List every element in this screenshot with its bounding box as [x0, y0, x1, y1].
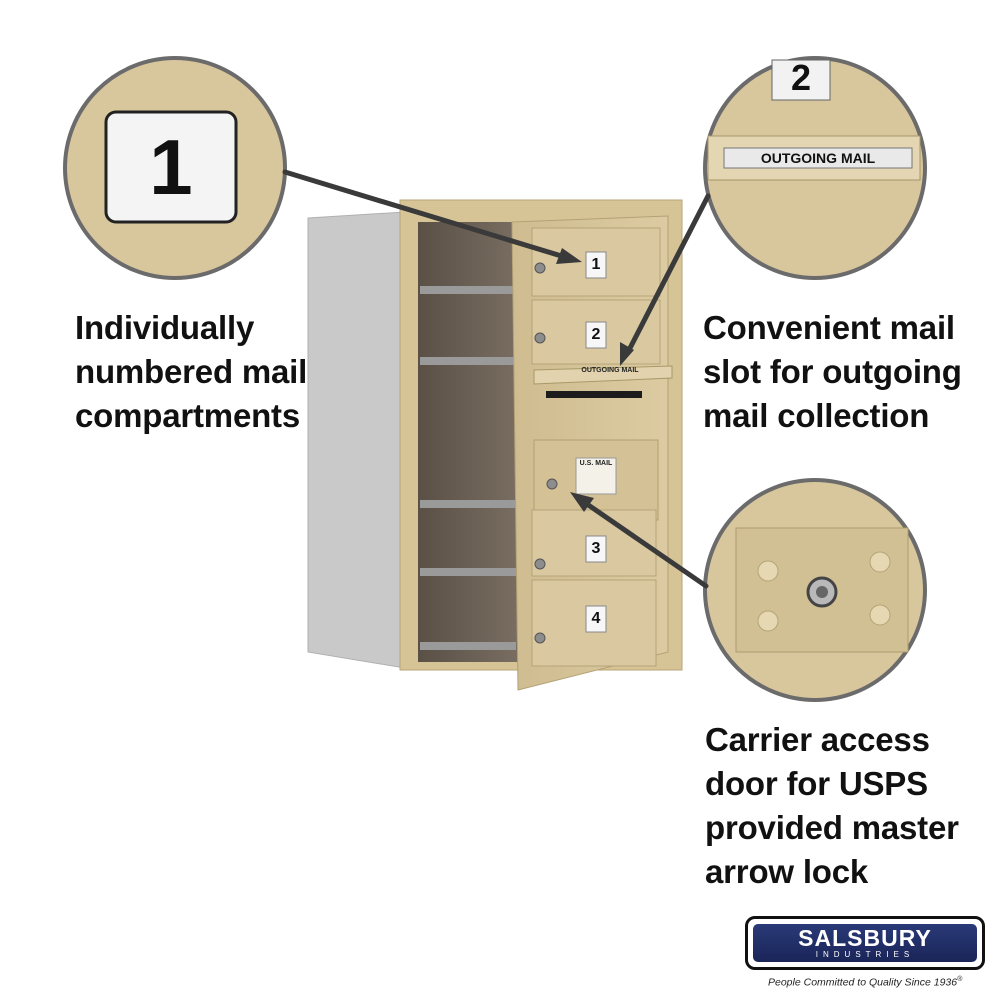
- compartment-number-3: 3: [591, 540, 601, 557]
- number-badge-2-zoom: [771, 59, 831, 101]
- logo-plate: SALSBURY INDUSTRIES: [753, 924, 977, 962]
- outgoing-slot: [546, 391, 642, 398]
- usps-plate-label: U.S. MAIL: [579, 460, 613, 467]
- number-badge-zoom: [104, 110, 238, 224]
- compartment-number-4: 4: [591, 610, 601, 627]
- outgoing-slot-lip: [533, 365, 673, 385]
- caption-carrier-access: Carrier access door for USPS provided ma…: [705, 718, 959, 894]
- outgoing-mail-label-zoom: OUTGOING MAIL: [760, 150, 876, 166]
- brand-tagline: People Committed to Quality Since 1936®: [768, 976, 962, 989]
- arrowheads: [556, 248, 634, 512]
- caption-numbered-compartments: Individually numbered mail compartments: [75, 306, 307, 438]
- compartment-number-plates: [585, 251, 607, 633]
- slot-zoom-label-bg: [723, 147, 913, 169]
- tagline-text: People Committed to Quality Since 1936: [768, 976, 958, 989]
- outgoing-mail-label: OUTGOING MAIL: [581, 367, 639, 374]
- callout-arrows: [282, 169, 711, 589]
- brand-subtitle: INDUSTRIES: [815, 950, 915, 959]
- caption-line: slot for outgoing: [703, 353, 962, 390]
- caption-outgoing-slot: Convenient mail slot for outgoing mail c…: [703, 306, 962, 438]
- caption-line: Convenient mail: [703, 309, 955, 346]
- brand-name: SALSBURY: [798, 925, 932, 951]
- salsbury-logo: SALSBURY INDUSTRIES: [745, 916, 985, 970]
- shelves: [420, 286, 516, 650]
- usps-plate: [575, 457, 617, 495]
- compartment-number-1: 1: [591, 256, 601, 273]
- badge-number-2: 2: [790, 57, 812, 98]
- caption-line: numbered mail: [75, 353, 308, 390]
- compartment-locks: [534, 262, 558, 644]
- caption-line: arrow lock: [705, 853, 869, 890]
- rivets-zoom: [757, 551, 891, 632]
- badge-number-1: 1: [149, 123, 193, 211]
- caption-line: Individually: [75, 309, 255, 346]
- cabinet-interior: [418, 222, 520, 662]
- caption-line: compartments: [75, 397, 300, 434]
- caption-line: mail collection: [703, 397, 930, 434]
- compartment-number-2: 2: [591, 326, 601, 343]
- caption-line: door for USPS: [705, 765, 928, 802]
- caption-line: provided master: [705, 809, 959, 846]
- cabinet-side: [307, 211, 406, 669]
- registered-mark: ®: [957, 976, 963, 983]
- caption-line: Carrier access: [705, 721, 930, 758]
